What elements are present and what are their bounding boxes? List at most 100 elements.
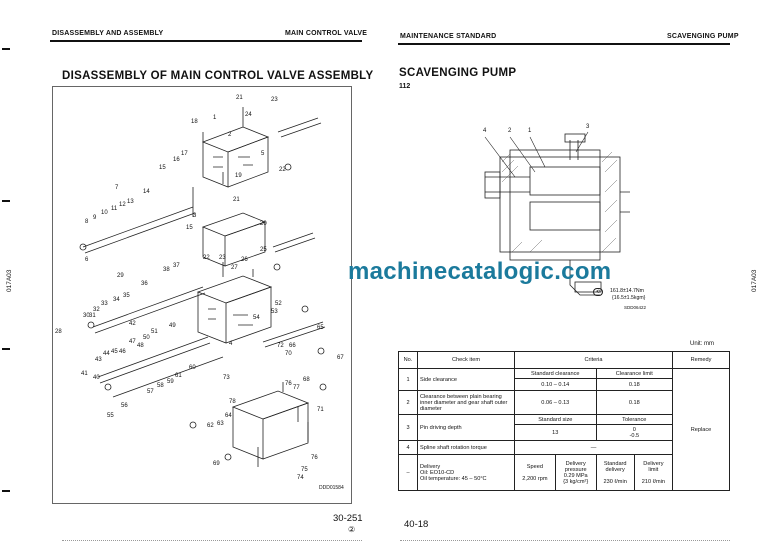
row5-std-head-b: delivery bbox=[605, 466, 625, 473]
callout-75: 75 bbox=[301, 467, 308, 473]
row5-lim-value: 210 ℓ/min bbox=[641, 478, 666, 485]
row5-no: – bbox=[398, 454, 418, 491]
callout-68: 68 bbox=[303, 377, 310, 383]
left-margin-mark-4 bbox=[2, 490, 10, 492]
th-no: No. bbox=[398, 351, 418, 369]
row5-std-value: 230 ℓ/min bbox=[603, 478, 627, 485]
row5-pressure-head-b: pressure bbox=[564, 466, 587, 473]
unit-label: Unit: mm bbox=[690, 341, 714, 347]
callout-77: 77 bbox=[293, 385, 300, 391]
callout-13: 13 bbox=[127, 199, 134, 205]
callout-47: 47 bbox=[129, 339, 136, 345]
row1-standard-value: 0.10 – 0.14 bbox=[514, 378, 597, 391]
left-page-title: DISASSEMBLY OF MAIN CONTROL VALVE ASSEMB… bbox=[62, 70, 374, 82]
callout-31: 31 bbox=[89, 313, 96, 319]
callout-72: 72 bbox=[277, 343, 284, 349]
exploded-view-drawing bbox=[79, 107, 327, 467]
callout-17: 17 bbox=[181, 151, 188, 157]
row1-item: Side clearance bbox=[417, 368, 515, 391]
callout-67: 67 bbox=[337, 355, 344, 361]
left-margin-mark-2 bbox=[2, 200, 10, 202]
callout-22: 22 bbox=[279, 167, 286, 173]
row5-speed-value: 2,200 rpm bbox=[522, 475, 548, 482]
pump-section-drawing bbox=[484, 131, 630, 296]
pump-callout-1: 1 bbox=[528, 128, 532, 134]
row3-tolerance-upper: 0 bbox=[632, 426, 636, 433]
left-side-code: 017A03 bbox=[6, 269, 13, 292]
callout-7: 7 bbox=[115, 185, 119, 191]
callout-6: 6 bbox=[85, 257, 89, 263]
left-margin-mark-3 bbox=[2, 348, 10, 350]
left-header-rule bbox=[50, 40, 362, 42]
right-figure-code: SDD06422 bbox=[624, 305, 647, 310]
callout-30: 30 bbox=[83, 313, 90, 319]
callout-69: 69 bbox=[213, 461, 220, 467]
callout-54: 54 bbox=[253, 315, 260, 321]
callout-51: 51 bbox=[151, 329, 158, 335]
callout-32: 32 bbox=[93, 307, 100, 313]
right-header-rule bbox=[398, 43, 730, 45]
row5-item-temp: Oil temperature: 45 – 50°C bbox=[420, 475, 487, 482]
callout-38: 38 bbox=[163, 267, 170, 273]
row1-head-limit: Clearance limit bbox=[595, 368, 674, 379]
maintenance-standard-table: No. Check item Criteria Remedy 1 Side cl… bbox=[398, 351, 730, 491]
callout-35: 35 bbox=[123, 293, 130, 299]
callout-76b: 76 bbox=[311, 455, 318, 461]
torque-value-kgm: {16.5±1.5kgm} bbox=[612, 295, 646, 301]
callout-44: 44 bbox=[103, 351, 110, 357]
callout-36: 36 bbox=[141, 281, 148, 287]
row5-lim-head-b: limit bbox=[648, 466, 659, 473]
row1-head-standard: Standard clearance bbox=[514, 368, 597, 379]
callout-18: 18 bbox=[191, 119, 198, 125]
row5-item-oil: Oil: EO10-CD bbox=[420, 469, 455, 476]
left-bottom-rule bbox=[62, 540, 362, 541]
callout-58: 58 bbox=[157, 383, 164, 389]
callout-41: 41 bbox=[81, 371, 88, 377]
right-side-code: 017A03 bbox=[751, 269, 758, 292]
row3-head-tolerance: Tolerance bbox=[595, 414, 674, 425]
callout-71: 71 bbox=[317, 407, 324, 413]
row5-pressure-head-a: Delivery bbox=[565, 460, 586, 467]
left-page-number: 30-251 bbox=[333, 513, 363, 524]
callout-33: 33 bbox=[101, 301, 108, 307]
callout-28: 28 bbox=[55, 329, 62, 335]
left-header-section: DISASSEMBLY AND ASSEMBLY bbox=[52, 30, 164, 37]
callout-37: 37 bbox=[173, 263, 180, 269]
callout-34: 34 bbox=[113, 297, 120, 303]
callout-29: 29 bbox=[117, 273, 124, 279]
right-header-topic: SCAVENGING PUMP bbox=[667, 33, 739, 40]
right-page-number: 40-18 bbox=[404, 519, 429, 530]
pump-callout-2: 2 bbox=[508, 128, 512, 134]
row5-item-label: Delivery bbox=[420, 463, 441, 470]
callout-21: 21 bbox=[236, 95, 243, 101]
callout-46: 46 bbox=[119, 349, 126, 355]
callout-61: 61 bbox=[175, 373, 182, 379]
callout-43: 43 bbox=[95, 357, 102, 363]
callout-74: 74 bbox=[297, 475, 304, 481]
row3-tolerance: 0-0.5 bbox=[595, 424, 674, 441]
callout-65: 65 bbox=[317, 325, 324, 331]
th-remedy: Remedy bbox=[672, 351, 730, 369]
row4-no: 4 bbox=[398, 440, 418, 455]
callout-63: 63 bbox=[217, 421, 224, 427]
callout-15: 15 bbox=[159, 165, 166, 171]
callout-60: 60 bbox=[189, 365, 196, 371]
row3-tolerance-lower: -0.5 bbox=[629, 432, 640, 439]
callout-26: 26 bbox=[241, 257, 248, 263]
callout-16: 16 bbox=[173, 157, 180, 163]
callout-62: 62 bbox=[207, 423, 214, 429]
callout-66: 66 bbox=[289, 343, 296, 349]
callout-15b: 15 bbox=[186, 225, 193, 231]
callout-5: 5 bbox=[261, 151, 265, 157]
callout-70: 70 bbox=[285, 351, 292, 357]
callout-52: 52 bbox=[275, 301, 282, 307]
row5-pressure-value: 0.29 MPa bbox=[563, 472, 588, 479]
callout-23: 23 bbox=[271, 97, 278, 103]
callout-1: 1 bbox=[213, 115, 217, 121]
callout-55: 55 bbox=[107, 413, 114, 419]
